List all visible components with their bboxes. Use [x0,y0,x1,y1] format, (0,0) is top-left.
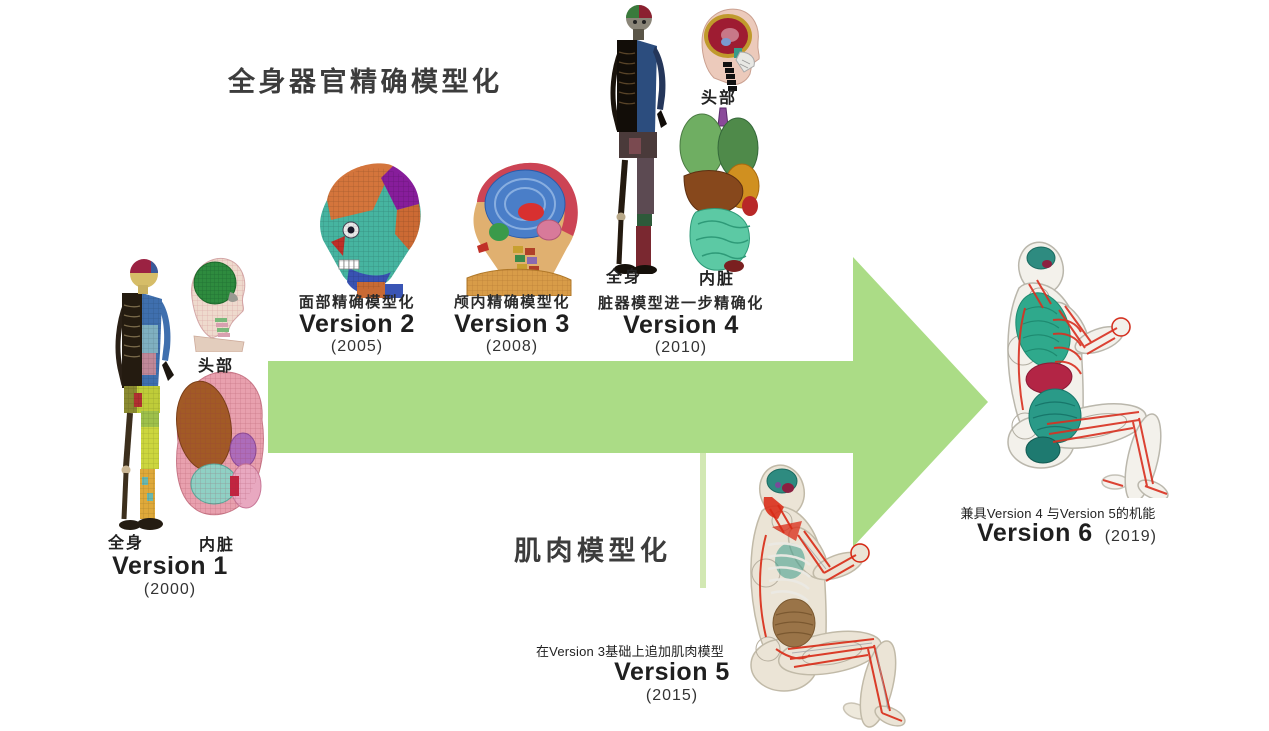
v2-head-figure [320,163,421,298]
v3-year: (2008) [485,338,539,355]
v1-year: (2000) [143,581,197,598]
v3-caption: 颅内精确模型化 [453,294,571,311]
v4-title: Version 4 [623,311,739,339]
v1-organs-figure [176,371,264,516]
v4-organs-figure [679,107,760,272]
v6-seated-occupant-figure [1007,241,1169,498]
v2-title: Version 2 [299,310,415,338]
v2-caption: 面部精确模型化 [298,294,416,311]
v4-body-label: 全身 [605,269,642,286]
v4-organs-label: 内脏 [698,271,735,288]
v6-title: Version 6 [977,519,1093,547]
v4-head-cross-section-figure [701,8,760,91]
v1-title: Version 1 [112,552,228,580]
muscle-modeling-title: 肌肉模型化 [514,536,672,566]
v1-organs-label: 内脏 [198,537,235,554]
v5-caption: 在Version 3基础上追加肌肉模型 [535,644,724,659]
v6-caption: 兼具Version 4 与Version 5的机能 [960,506,1156,521]
v3-title: Version 3 [454,310,570,338]
v6-year: (2019) [1104,528,1157,545]
organ-modeling-title: 全身器官精确模型化 [228,67,503,97]
v3-head-cross-section-figure [466,162,578,296]
v1-head-label: 头部 [197,358,234,375]
v1-fullbody-figure [115,259,174,530]
v4-head-label: 头部 [700,90,737,107]
v6-title-row: Version 6 (2019) [952,519,1182,548]
v5-title: Version 5 [614,658,730,686]
v5-seated-occupant-figure [750,464,906,728]
v4-fullbody-figure [610,5,667,274]
v1-head-figure [191,257,246,352]
v2-year: (2005) [330,338,384,355]
v5-year: (2015) [645,687,699,704]
v4-caption: 脏器模型进一步精确化 [597,295,764,312]
v4-year: (2010) [654,339,708,356]
v1-body-label: 全身 [107,535,144,552]
